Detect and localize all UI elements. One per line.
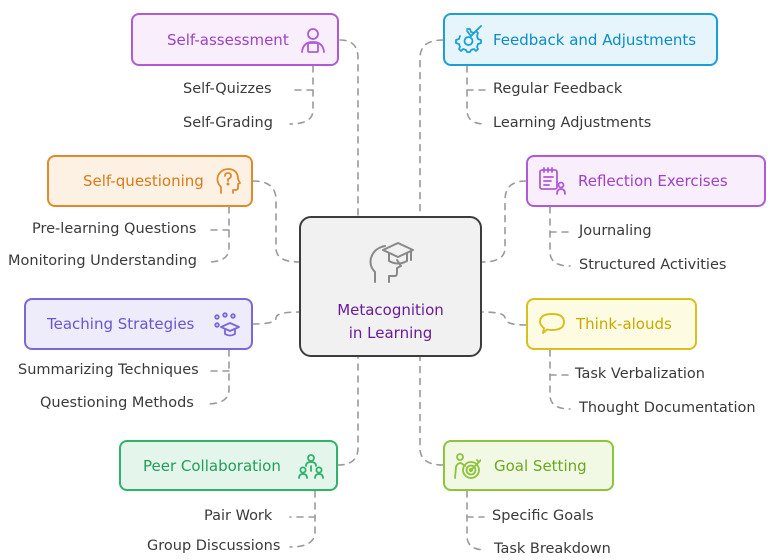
node-label: Reflection Exercises [578,172,728,190]
node-feedback-adjustments: Feedback and Adjustments [443,13,718,66]
node-label: Feedback and Adjustments [493,30,697,49]
sub-item: Pair Work [204,508,273,524]
sub-item: Task Breakdown [494,541,611,557]
center-title-line1: Metacognition [337,301,444,319]
head-question-icon [216,168,241,194]
sub-item: Specific Goals [492,508,594,524]
sub-item: Pre-learning Questions [32,221,197,237]
person-target-icon [454,453,481,479]
group-people-icon [298,454,324,479]
sub-item: Questioning Methods [40,395,194,411]
center-node: Metacognition in Learning [299,216,482,357]
sub-item: Thought Documentation [579,400,756,416]
node-label: Teaching Strategies [47,315,195,333]
sub-item: Regular Feedback [493,81,623,97]
person-clipboard-icon [301,28,325,53]
gear-check-icon [455,25,482,53]
node-peer-collaboration: Peer Collaboration [119,440,338,491]
sub-item: Summarizing Techniques [18,362,199,378]
sub-item: Learning Adjustments [493,115,652,131]
node-teaching-strategies: Teaching Strategies [24,298,253,350]
node-think-alouds: Think-alouds [526,298,697,350]
node-label: Self-assessment [167,30,289,49]
sub-item: Group Discussions [147,538,281,554]
node-self-questioning: Self-questioning [47,155,253,207]
speech-bubble-icon [539,313,565,334]
node-goal-setting: Goal Setting [443,440,614,491]
center-title-line2: in Learning [348,324,433,342]
node-self-assessment: Self-assessment [131,13,339,66]
sub-item: Journaling [579,223,652,239]
graduation-ideas-icon [214,312,240,337]
sub-item: Self-Quizzes [183,81,272,97]
sub-item: Task Verbalization [575,366,705,382]
head-mortarboard-icon [369,242,414,283]
sub-item: Self-Grading [183,115,273,131]
node-label: Peer Collaboration [143,456,281,475]
node-label: Self-questioning [83,172,204,190]
node-reflection-exercises: Reflection Exercises [526,155,766,207]
sub-item: Structured Activities [579,257,727,273]
node-label: Goal Setting [494,456,587,475]
node-label: Think-alouds [576,315,672,333]
notes-person-icon [539,167,566,195]
sub-item: Monitoring Understanding [8,253,197,269]
